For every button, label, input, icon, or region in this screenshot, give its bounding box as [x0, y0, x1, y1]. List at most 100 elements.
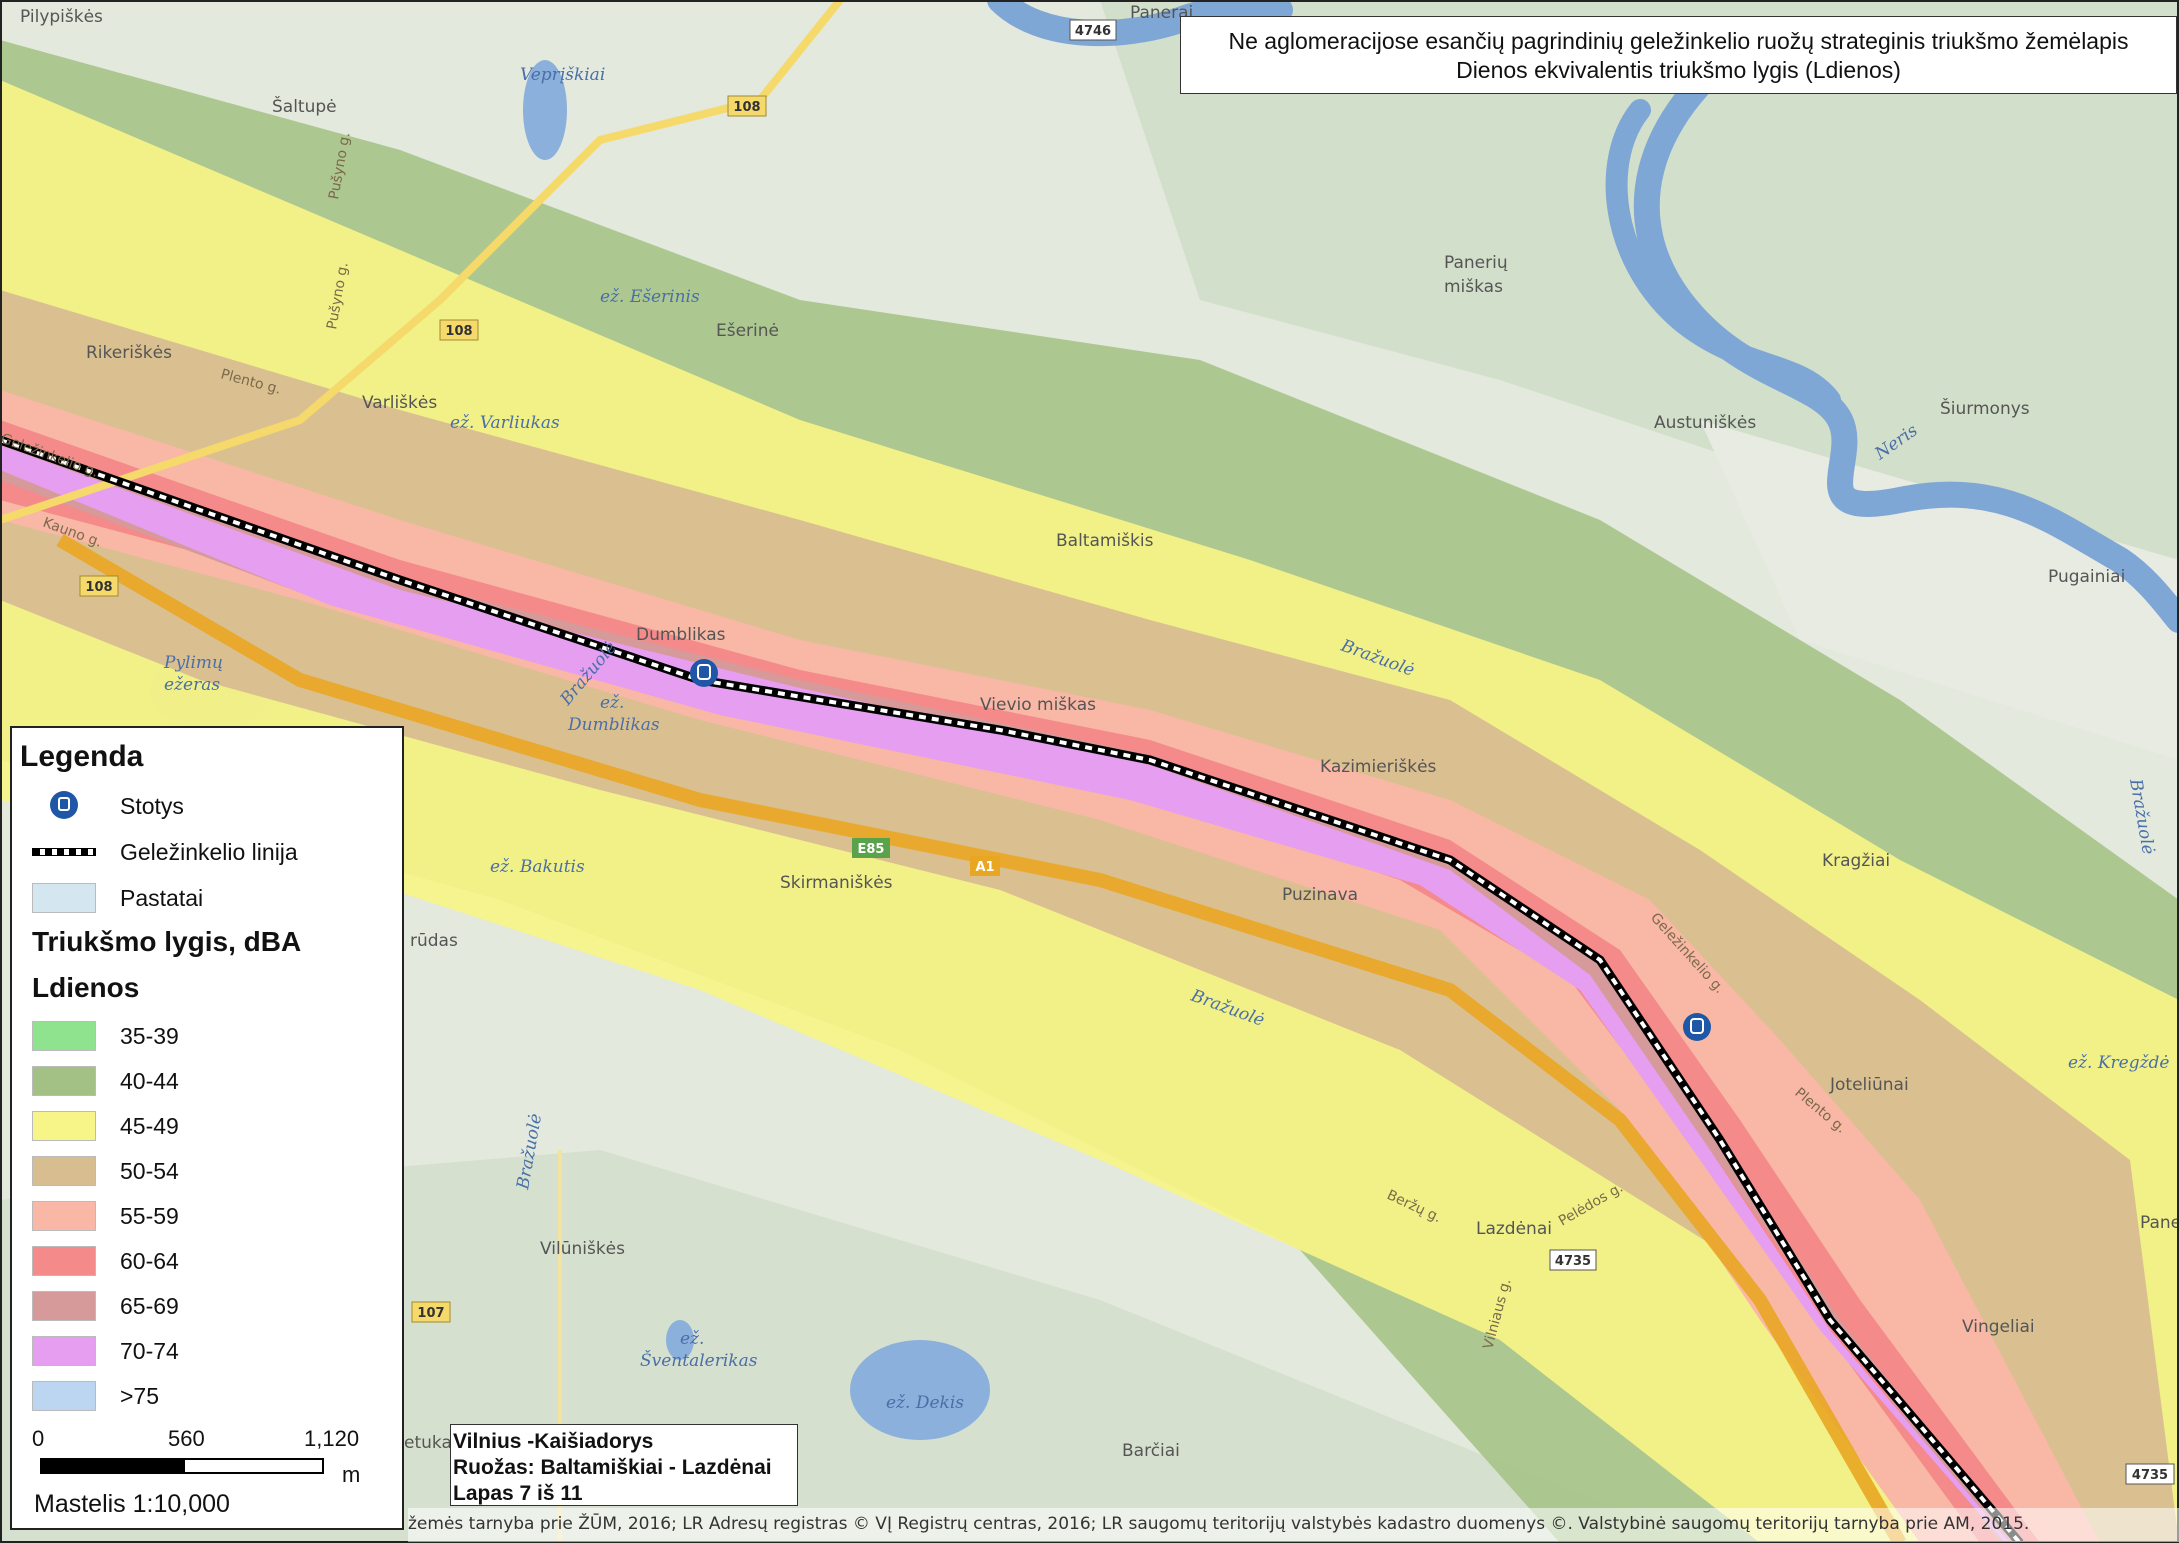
legend-noise-heading: Triukšmo lygis, dBA	[32, 926, 302, 957]
legend-label: 70-74	[120, 1337, 179, 1364]
place-label: Baltamiškis	[1056, 531, 1154, 551]
scale-ratio: Mastelis 1:10,000	[34, 1490, 230, 1518]
lake-sventalerikas	[666, 1320, 694, 1360]
noise-class-swatch	[32, 1111, 96, 1141]
svg-text:108: 108	[445, 324, 472, 339]
road-shield-108: 108	[439, 319, 479, 341]
lake-label: ež. Varliukas	[450, 413, 560, 433]
place-label: Šaltupė	[272, 95, 337, 117]
sheet-info: Vilnius -Kaišiadorys Ruožas: Baltamiškia…	[450, 1424, 798, 1506]
sheet-line: Vilnius -Kaišiadorys	[453, 1430, 654, 1453]
station-icon	[50, 791, 78, 819]
place-label: Ešerinė	[716, 321, 779, 341]
lake-label: ež. Ešerinis	[600, 287, 700, 307]
lake-vepriskiai	[523, 60, 567, 160]
place-label: Puzinava	[1282, 885, 1358, 905]
lake-label: Dumblikas	[567, 715, 660, 735]
road-a1-e85	[56, 533, 1907, 1543]
field-area	[1700, 420, 2179, 760]
lake-label: ež.	[680, 1329, 704, 1349]
scale-tick-label: 0	[32, 1426, 45, 1451]
place-label: Austuniškės	[1654, 413, 1756, 433]
place-label: Kazimieriškės	[1320, 757, 1437, 777]
legend-panel: Legenda Stotys Geležinkelio linija Pasta…	[10, 726, 404, 1530]
forest-area	[0, 1150, 1700, 1543]
attribution: žemės tarnyba prie ŽŪM, 2016; LR Adresų …	[408, 1508, 2179, 1542]
lake-label: ež. Kregždė	[2068, 1053, 2170, 1073]
road-shield-4735: 4735	[2125, 1463, 2175, 1485]
map-title-line2: Dienos ekvivalentis triukšmo lygis (Ldie…	[1456, 57, 1901, 83]
place-label: Panerai	[1130, 3, 1193, 23]
svg-text:108: 108	[85, 580, 112, 595]
place-label: rūdas	[410, 931, 458, 951]
place-label: Rikeriškės	[86, 343, 172, 363]
scale-bar-graphic	[40, 1458, 324, 1474]
legend-label: >75	[120, 1382, 160, 1409]
road-shield-107: 107	[411, 1301, 451, 1323]
lake-label: Šventalerikas	[640, 1350, 758, 1371]
place-label: Skirmaniškės	[780, 873, 893, 893]
road-shield-4735: 4735	[1549, 1249, 1597, 1271]
place-label: Joteliūnai	[1829, 1075, 1909, 1095]
map-title: Ne aglomeracijose esančių pagrindinių ge…	[1180, 16, 2177, 94]
legend-item-noise-class: 55-59	[12, 1196, 179, 1236]
noise-class-swatch	[32, 1336, 96, 1366]
noise-class-swatch	[32, 1381, 96, 1411]
legend-item-noise-class: 70-74	[12, 1331, 179, 1371]
road-shield-4746: 4746	[1069, 19, 1117, 41]
legend-item-stations: Stotys	[12, 786, 184, 826]
railway-line	[0, 438, 2022, 1543]
place-label: miškas	[1444, 277, 1503, 297]
legend-title: Legenda	[20, 740, 144, 773]
scale-tick-label: 1,120	[304, 1426, 360, 1451]
place-label: Vievio miškas	[980, 695, 1096, 715]
station-icon[interactable]	[1683, 1013, 1711, 1041]
noise-class-swatch	[32, 1156, 96, 1186]
lake-dekis	[850, 1340, 990, 1440]
sheet-line: Ruožas: Baltamiškiai - Lazdėnai	[453, 1456, 772, 1479]
noise-class-swatch	[32, 1066, 96, 1096]
place-label: Dumblikas	[636, 625, 726, 645]
svg-text:E85: E85	[858, 842, 885, 857]
road-shield-e85: E85	[852, 838, 890, 858]
legend-item-noise-class: 45-49	[12, 1106, 179, 1146]
svg-text:4735: 4735	[2132, 1468, 2168, 1483]
legend-item-buildings: Pastatai	[12, 878, 203, 918]
legend-item-noise-class: 65-69	[12, 1286, 179, 1326]
lake-label: ež. Bakutis	[490, 857, 585, 877]
scale-tick-label: 560	[168, 1426, 205, 1451]
svg-text:A1: A1	[975, 860, 994, 875]
legend-label: 40-44	[120, 1067, 179, 1094]
legend-label: Stotys	[120, 792, 184, 819]
place-label: Pugainiai	[2048, 567, 2125, 587]
place-label: Barčiai	[1122, 1441, 1180, 1461]
station-icon[interactable]	[690, 659, 718, 687]
lake-label: ež. Dekis	[886, 1393, 964, 1413]
place-label: Vingeliai	[1962, 1317, 2035, 1337]
legend-item-noise-class: 35-39	[12, 1016, 179, 1056]
place-label: Kragžiai	[1822, 851, 1890, 871]
legend-item-noise-class: 40-44	[12, 1061, 179, 1101]
place-label: Vilūniškės	[540, 1239, 625, 1259]
lake-label: ež.	[600, 693, 624, 713]
place-label: Pilypiškės	[20, 7, 103, 27]
forest-area	[1100, 0, 2179, 620]
road-shield-108: 108	[727, 95, 767, 117]
legend-label: 55-59	[120, 1202, 179, 1229]
legend-label: 65-69	[120, 1292, 179, 1319]
legend-item-noise-class: >75	[12, 1376, 159, 1416]
legend-noise-subheading: Ldienos	[32, 972, 140, 1003]
sheet-line: Lapas 7 iš 11	[453, 1482, 583, 1505]
road-108	[0, 0, 844, 524]
lake-label: Veprįškiai	[520, 65, 605, 85]
svg-text:4735: 4735	[1555, 1254, 1591, 1269]
place-label: Varliškės	[362, 393, 437, 413]
noise-class-swatch	[32, 1021, 96, 1051]
place-label: Paner	[2140, 1213, 2179, 1233]
noise-class-swatch	[32, 1291, 96, 1321]
neris-river	[987, 0, 2179, 633]
svg-text:107: 107	[417, 1306, 444, 1321]
lake-label: ežeras	[164, 675, 220, 695]
